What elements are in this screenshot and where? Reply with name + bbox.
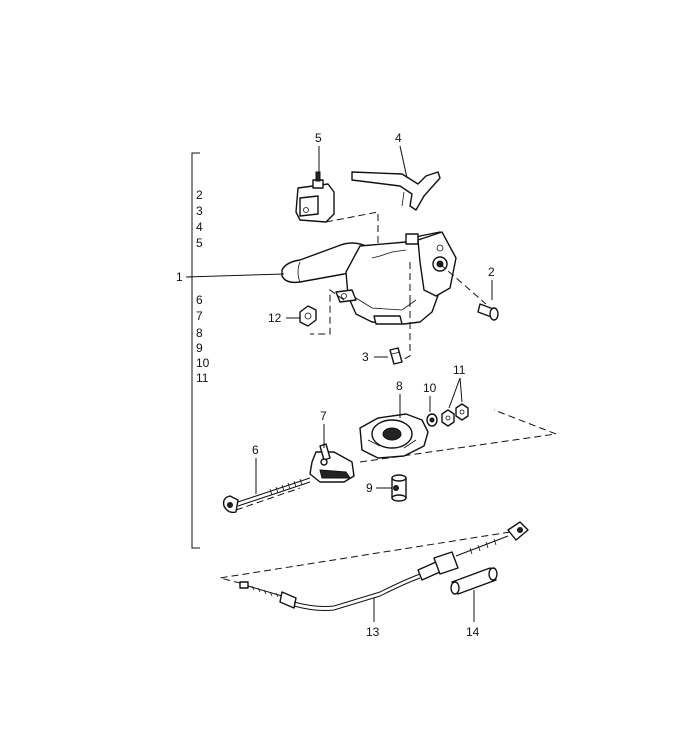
part-14-protective-sleeve: 14 bbox=[450, 567, 498, 639]
part-12-nut: 12 bbox=[268, 289, 345, 335]
part-8-cam-housing: 8 bbox=[359, 379, 429, 459]
callout-2: 2 bbox=[488, 265, 495, 279]
callout-12: 12 bbox=[268, 311, 282, 325]
callout-14: 14 bbox=[466, 625, 480, 639]
list-item-5: 5 bbox=[196, 236, 203, 250]
callout-7: 7 bbox=[320, 409, 327, 423]
part-5-mount-bracket: 5 bbox=[295, 131, 335, 223]
callout-13: 13 bbox=[366, 625, 380, 639]
callout-5: 5 bbox=[315, 131, 322, 145]
assembly-axis bbox=[235, 409, 558, 511]
part-4-trim-cover: 4 bbox=[351, 131, 441, 211]
callout-6: 6 bbox=[252, 443, 259, 457]
callout-11: 11 bbox=[453, 363, 466, 377]
list-item-6: 6 bbox=[196, 293, 203, 307]
list-item-7: 7 bbox=[196, 309, 203, 323]
part-3-clip: 3 bbox=[362, 300, 411, 365]
callout-10: 10 bbox=[423, 381, 437, 395]
list-item-4: 4 bbox=[196, 220, 203, 234]
part-7-cable-guide: 7 bbox=[309, 409, 355, 483]
part-2-pin: 2 bbox=[439, 263, 499, 321]
list-item-9: 9 bbox=[196, 341, 203, 355]
part-13-cable: 13 bbox=[219, 521, 529, 639]
part-9-sleeve: 9 bbox=[366, 474, 407, 502]
callout-9: 9 bbox=[366, 481, 373, 495]
callout-1: 1 bbox=[176, 270, 183, 284]
assembly-list: 2 3 4 5 6 7 8 9 10 11 bbox=[196, 188, 210, 385]
callout-8: 8 bbox=[396, 379, 403, 393]
list-item-3: 3 bbox=[196, 204, 203, 218]
list-item-2: 2 bbox=[196, 188, 203, 202]
part-10-bushing: 10 bbox=[423, 381, 438, 427]
list-item-10: 10 bbox=[196, 356, 210, 370]
callout-3: 3 bbox=[362, 350, 369, 364]
list-item-11: 11 bbox=[196, 371, 209, 385]
part-11-nuts: 11 bbox=[441, 363, 469, 427]
part-6-adjust-rod: 6 bbox=[222, 443, 311, 514]
callout-4: 4 bbox=[395, 131, 402, 145]
part-1-lever-housing: 1 bbox=[176, 231, 457, 325]
list-item-8: 8 bbox=[196, 326, 203, 340]
